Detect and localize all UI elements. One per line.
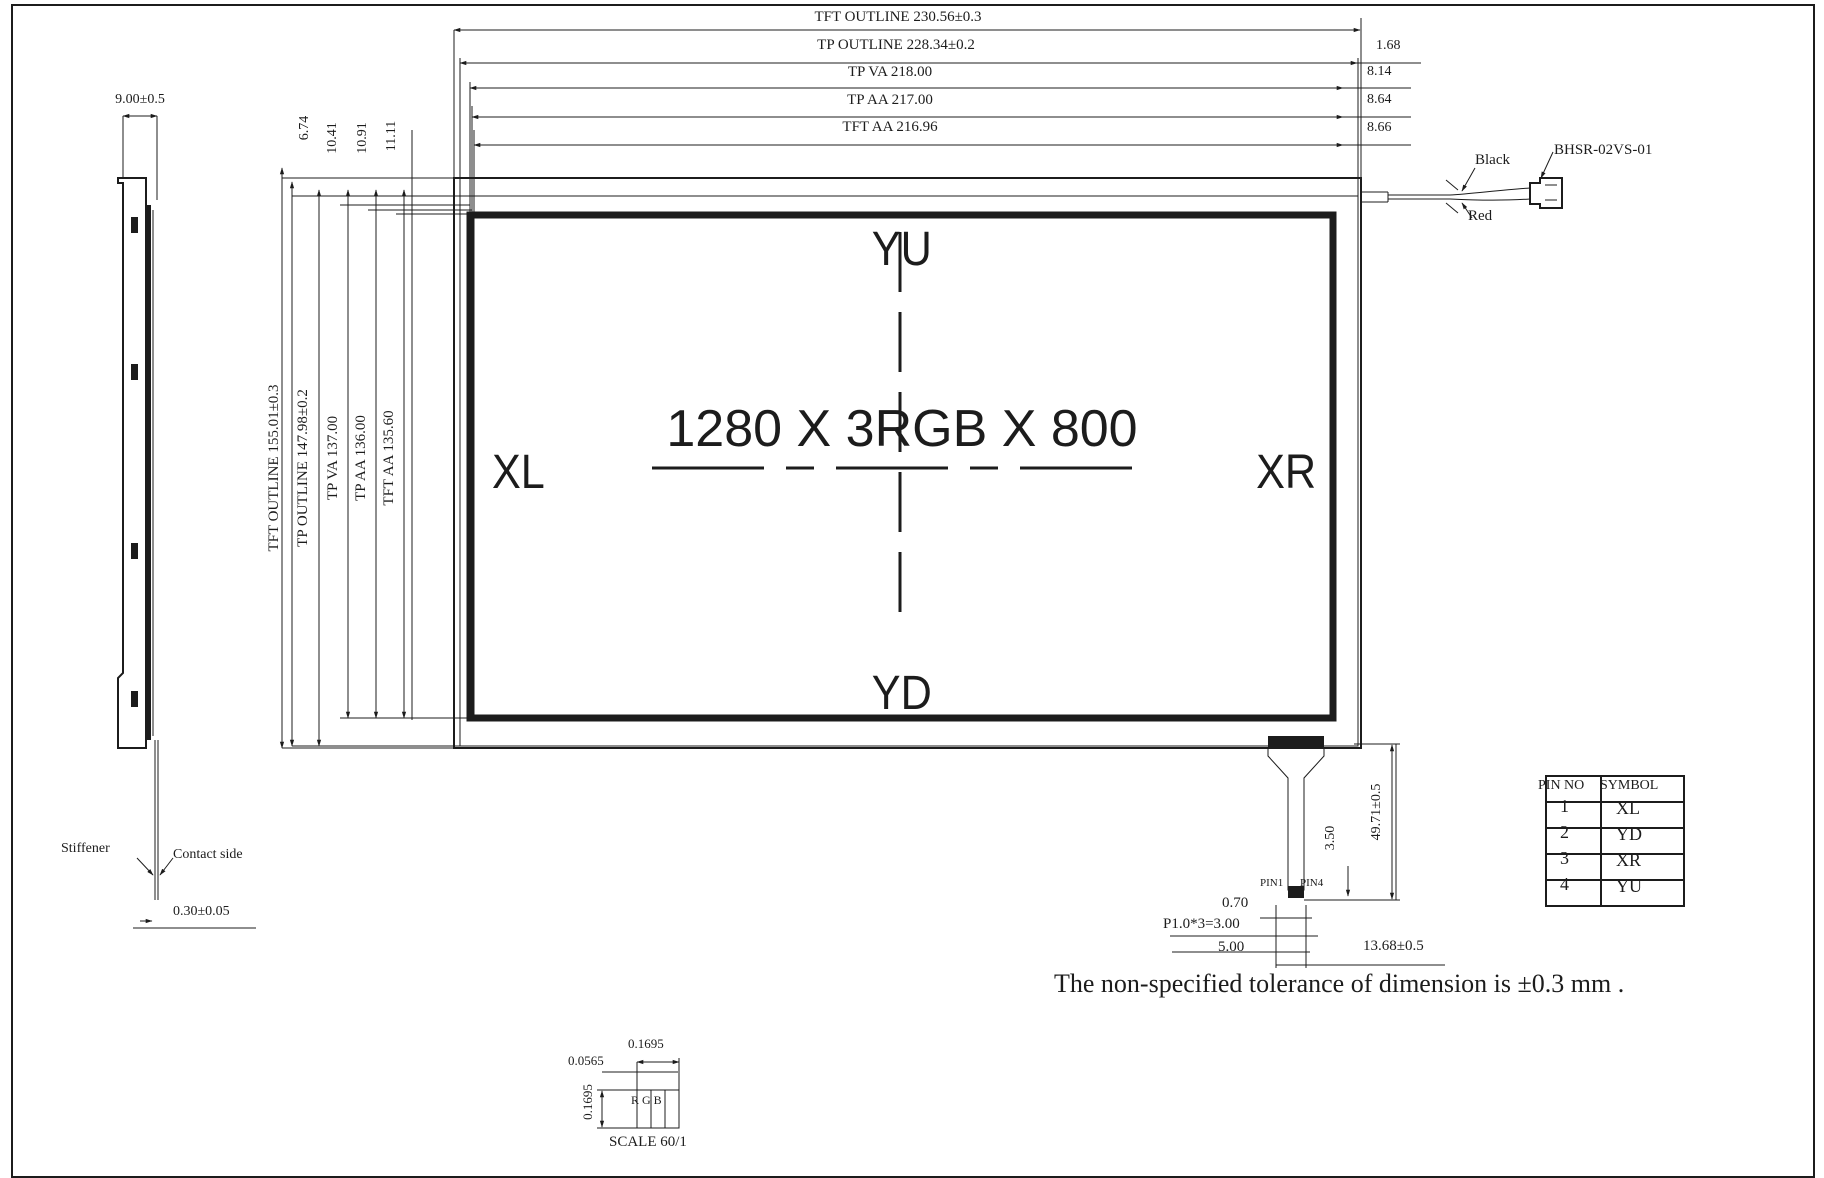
top-offset-2: 10.41 xyxy=(325,122,340,154)
tp-va-height-label: TP VA 137.00 xyxy=(325,416,341,500)
tp-aa-width-label: TP AA 217.00 xyxy=(847,92,933,108)
touch-panel: 1280 X 3RGB X 800 YU YD XL XR xyxy=(453,177,1362,749)
right-offset-2: 8.14 xyxy=(1367,64,1392,79)
top-offset-4: 11.11 xyxy=(384,121,399,151)
top-offset-3: 10.91 xyxy=(355,122,370,154)
pin-table-cell: YD xyxy=(1616,824,1642,844)
pin-table-header-symbol: SYMBOL xyxy=(1600,778,1658,793)
drawing-frame xyxy=(11,4,1815,1178)
pitch-label: P1.0*3=3.00 xyxy=(1163,916,1240,932)
pin-table-cell: XR xyxy=(1616,850,1641,870)
contact-side-label: Contact side xyxy=(173,847,243,862)
fpc-width-label: 5.00 xyxy=(1218,939,1244,955)
horizontal-dimensions: TFT OUTLINE 230.56±0.3 TP OUTLINE 228.34… xyxy=(453,9,1421,749)
pin-height-label: 3.50 xyxy=(1323,826,1338,851)
fpc-offset-label: 13.68±0.5 xyxy=(1363,938,1424,954)
pixel-gap-label: 0.0565 xyxy=(568,1053,604,1068)
xr-label: XR xyxy=(1256,445,1316,499)
tp-aa-height-label: TP AA 136.00 xyxy=(353,415,369,501)
tp-outline-width-label: TP OUTLINE 228.34±0.2 xyxy=(817,37,975,53)
subpixel-label: R G B xyxy=(631,1093,662,1107)
side-view: 9.00±0.5 Stiffener Contact side 0.30±0.0… xyxy=(61,92,256,929)
side-thickness-label: 9.00±0.5 xyxy=(115,92,165,107)
pin-table-cell: 3 xyxy=(1560,848,1569,868)
connector-part-label: BHSR-02VS-01 xyxy=(1554,142,1652,158)
yu-label: YU xyxy=(872,222,932,276)
right-offset-3: 8.64 xyxy=(1367,92,1392,107)
scale-label: SCALE 60/1 xyxy=(609,1134,687,1150)
tolerance-note: The non-specified tolerance of dimension… xyxy=(1054,969,1624,998)
pixel-height-label: 0.1695 xyxy=(580,1084,595,1120)
right-offset-1: 1.68 xyxy=(1376,38,1401,53)
pin-table-cell: 4 xyxy=(1560,874,1569,894)
pin-table-cell: XL xyxy=(1616,798,1640,818)
stiffener-label: Stiffener xyxy=(61,841,110,856)
tp-outline-height-label: TP OUTLINE 147.98±0.2 xyxy=(295,389,311,547)
tail-length-label: 49.71±0.5 xyxy=(1369,784,1384,841)
pad-width-label: 0.70 xyxy=(1222,895,1248,911)
tft-outline-height-label: TFT OUTLINE 155.01±0.3 xyxy=(266,384,282,551)
pin1-label: PIN1 xyxy=(1260,877,1283,889)
resolution-label: 1280 X 3RGB X 800 xyxy=(666,400,1137,458)
top-offset-1: 6.74 xyxy=(297,116,312,141)
vertical-dimensions: TFT OUTLINE 155.01±0.3 TP OUTLINE 147.98… xyxy=(266,116,1358,749)
tft-outline-width-label: TFT OUTLINE 230.56±0.3 xyxy=(814,9,981,25)
tp-va-width-label: TP VA 218.00 xyxy=(848,64,932,80)
xl-label: XL xyxy=(492,445,545,499)
black-wire-label: Black xyxy=(1475,152,1510,168)
fpc-tail: 49.71±0.5 3.50 PIN1 PIN4 0.70 P1.0*3=3.0… xyxy=(1163,736,1445,968)
pixel-detail: 0.0565 0.1695 0.1695 R G B SCALE 60/1 xyxy=(568,1036,687,1150)
pin4-label: PIN4 xyxy=(1300,877,1324,889)
pin-table-cell: 1 xyxy=(1560,796,1569,816)
fpc-thickness-label: 0.30±0.05 xyxy=(173,904,230,919)
pin-table-cell: YU xyxy=(1616,876,1642,896)
cable-connector: Black Red BHSR-02VS-01 xyxy=(1361,142,1652,224)
pin-table-header-pin: PIN NO xyxy=(1538,778,1584,793)
right-offset-4: 8.66 xyxy=(1367,120,1392,135)
red-wire-label: Red xyxy=(1468,208,1493,224)
pixel-pitch-label: 0.1695 xyxy=(628,1036,664,1051)
tft-aa-width-label: TFT AA 216.96 xyxy=(842,119,938,135)
tft-aa-height-label: TFT AA 135.60 xyxy=(381,410,397,505)
yd-label: YD xyxy=(872,666,932,720)
pin-table: PIN NO SYMBOL 1 XL 2 YD 3 XR 4 YU xyxy=(1538,775,1685,907)
pin-table-cell: 2 xyxy=(1560,822,1569,842)
